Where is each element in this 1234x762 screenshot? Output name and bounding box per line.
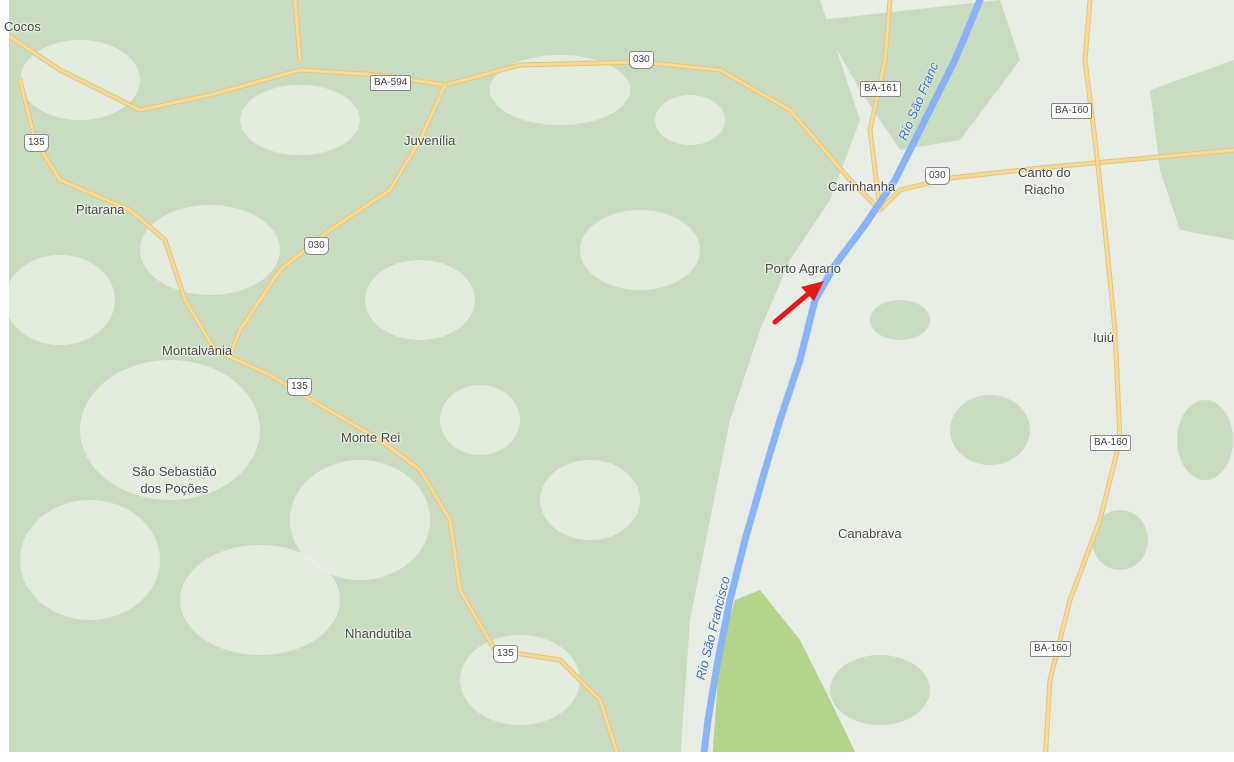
road-shield-ba-594[interactable]: BA-594	[370, 75, 412, 91]
road-shield-135-left[interactable]: 135	[24, 134, 49, 152]
place-label-sao-sebastiao-line1: São Sebastião	[132, 464, 217, 479]
place-label-sao-sebastiao-line2: dos Poções	[140, 481, 209, 496]
place-label-nhandutiba[interactable]: Nhandutiba	[345, 626, 412, 641]
clearing-areas	[5, 40, 725, 725]
road-shield-030-top[interactable]: 030	[629, 51, 654, 69]
frame-border-left	[0, 0, 9, 762]
place-label-canto-do-riacho-line1: Canto do	[1018, 165, 1071, 180]
road-shield-ba-160-mid[interactable]: BA-160	[1090, 435, 1132, 451]
place-label-montalvania[interactable]: Montalvânia	[162, 343, 233, 358]
park-area	[712, 590, 860, 762]
road-shield-030-carinhanha[interactable]: 030	[925, 167, 950, 185]
frame-border-bottom	[0, 752, 1234, 762]
place-label-canto-do-riacho-line2: Riacho	[1024, 182, 1065, 197]
place-label-cocos[interactable]: Cocos	[4, 19, 41, 34]
place-label-iuiu[interactable]: Iuiú	[1093, 330, 1114, 345]
road-shield-ba-160-bottom[interactable]: BA-160	[1030, 641, 1072, 657]
place-label-carinhanha[interactable]: Carinhanha	[828, 179, 896, 194]
place-label-canto-do-riacho[interactable]: Canto do Riacho	[1018, 164, 1071, 198]
road-shield-030-mid[interactable]: 030	[304, 237, 329, 255]
place-label-porto-agrario[interactable]: Porto Agrario	[765, 261, 841, 276]
place-label-canabrava[interactable]: Canabrava	[838, 526, 902, 541]
place-label-monte-rei[interactable]: Monte Rei	[341, 430, 401, 445]
place-label-juvenilia[interactable]: Juvenília	[404, 133, 456, 148]
road-shield-ba-160-top[interactable]: BA-160	[1051, 103, 1093, 119]
place-label-pitarana[interactable]: Pitarana	[76, 202, 125, 217]
place-label-sao-sebastiao-dos-pocoes[interactable]: São Sebastião dos Poções	[132, 463, 217, 497]
road-shield-135-mid[interactable]: 135	[287, 378, 312, 396]
road-shield-135-bottom[interactable]: 135	[493, 645, 518, 663]
road-shield-ba-161[interactable]: BA-161	[860, 81, 902, 97]
river-sao-francisco	[699, 0, 984, 762]
